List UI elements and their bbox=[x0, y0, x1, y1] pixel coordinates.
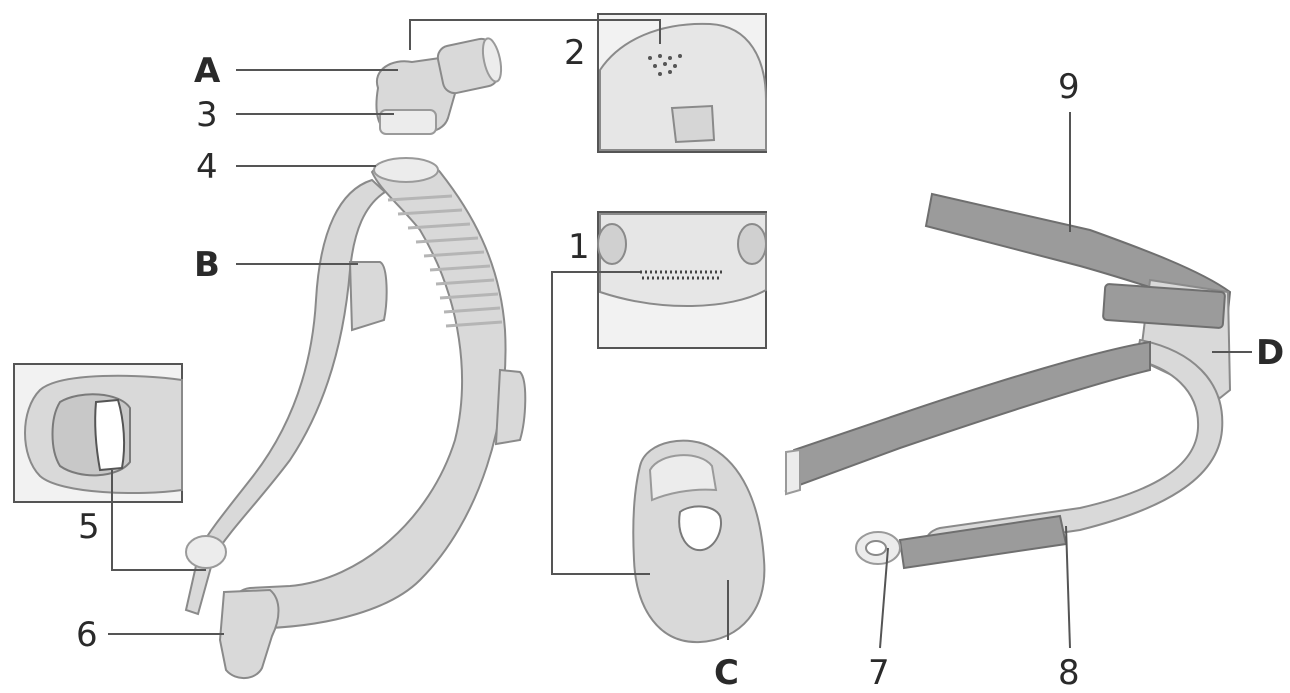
label-a: A bbox=[194, 51, 221, 91]
cushion-part bbox=[632, 439, 766, 644]
frame-part bbox=[184, 157, 527, 679]
label-4: 4 bbox=[196, 147, 218, 187]
leader-lines bbox=[108, 19, 1252, 649]
headgear-part bbox=[784, 192, 1232, 570]
label-3: 3 bbox=[196, 95, 218, 135]
labels: A 3 4 B 2 1 5 6 C D 9 7 8 bbox=[76, 33, 1284, 693]
inset-vent-top bbox=[597, 13, 767, 153]
label-7: 7 bbox=[868, 653, 890, 693]
label-6: 6 bbox=[76, 615, 98, 655]
elbow-part bbox=[375, 37, 503, 135]
label-b: B bbox=[194, 245, 220, 285]
label-5: 5 bbox=[78, 507, 100, 547]
label-d: D bbox=[1256, 333, 1284, 373]
label-c: C bbox=[714, 653, 739, 693]
label-1: 1 bbox=[568, 227, 590, 267]
inset-vent-slit bbox=[597, 211, 767, 349]
inset-clip bbox=[13, 363, 183, 503]
label-9: 9 bbox=[1058, 67, 1080, 107]
label-8: 8 bbox=[1058, 653, 1080, 693]
label-2: 2 bbox=[564, 33, 586, 73]
tube-ribs bbox=[387, 194, 503, 328]
vent-holes-dots bbox=[648, 54, 682, 76]
